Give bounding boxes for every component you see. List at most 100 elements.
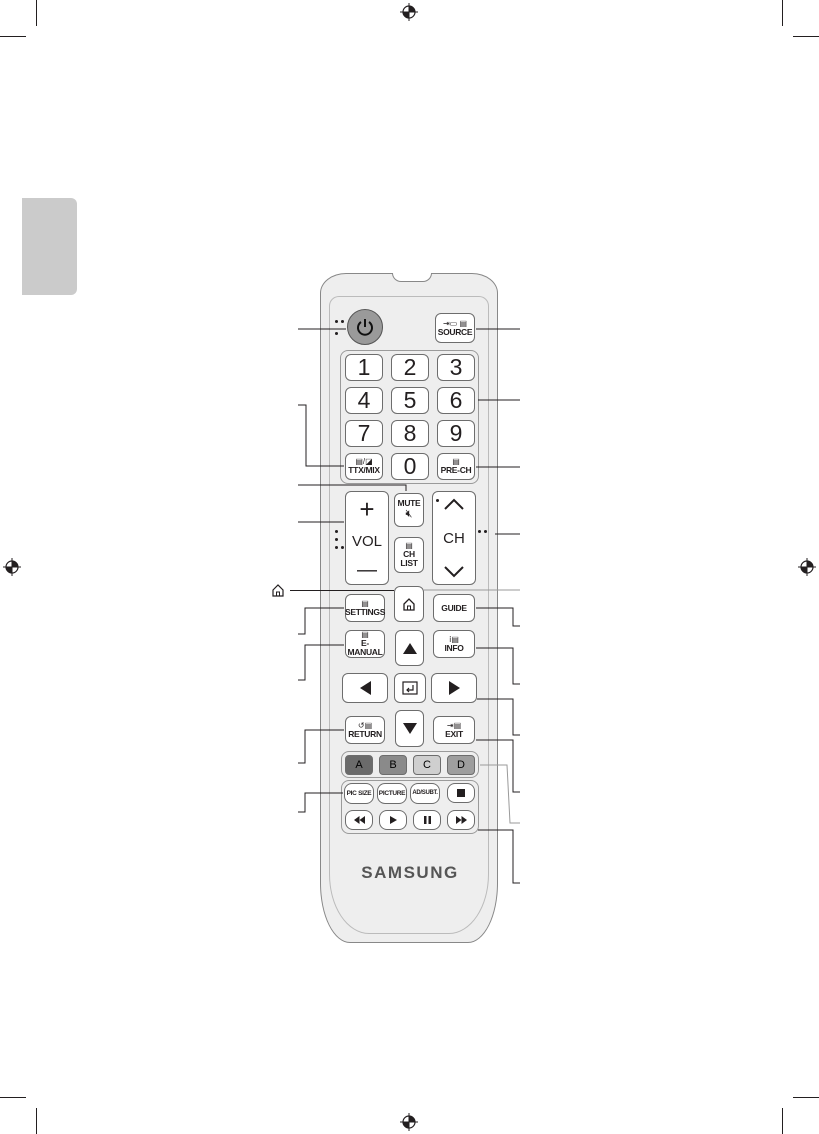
stop-button[interactable] [447,783,475,803]
ad-subt-label: AD/SUBT. [412,790,438,796]
triangle-up-icon [402,642,417,654]
guide-label: GUIDE [441,602,467,613]
vol-label: VOL [351,532,382,550]
color-c-button[interactable]: C [413,755,441,775]
exit-button[interactable]: ⇥▤ EXIT [433,716,475,744]
digit-8-button[interactable]: 8 [391,420,429,447]
stop-icon [457,789,465,797]
mute-button[interactable]: MUTE 🔇︎ [394,493,424,527]
fast-forward-button[interactable] [447,810,475,830]
digit-9-button[interactable]: 9 [437,420,475,447]
pause-icon [423,816,431,824]
mute-label: MUTE [397,498,421,508]
pause-button[interactable] [413,810,441,830]
color-a-button[interactable]: A [345,755,373,775]
exit-label: EXIT [445,728,463,739]
settings-button[interactable]: ▤ SETTINGS [345,594,385,622]
triangle-right-icon [448,681,460,695]
ttx-mix-label: TTX/MIX [348,465,380,475]
enter-icon [402,681,418,695]
braille-dot [335,546,338,549]
chevron-up-icon [444,498,464,510]
channel-rocker[interactable]: CH [432,491,476,585]
ad-subt-button[interactable]: AD/SUBT. [410,783,440,804]
digit-6-button[interactable]: 6 [437,387,475,414]
left-button[interactable] [342,673,388,703]
rewind-icon [353,816,365,824]
braille-dot [341,320,344,323]
source-label: SOURCE [437,326,473,337]
digit-2-button[interactable]: 2 [391,354,429,381]
return-button[interactable]: ↺▤ RETURN [345,716,385,744]
pic-size-button[interactable]: PIC SIZE [344,783,374,804]
braille-dot [436,499,439,502]
up-button[interactable] [395,630,424,666]
pre-ch-button[interactable]: ▤ PRE-CH [437,453,475,480]
crop-mark [793,36,819,37]
power-button[interactable] [347,309,383,345]
picture-button[interactable]: PICTURE [377,783,407,804]
digit-7-button[interactable]: 7 [345,420,383,447]
down-button[interactable] [395,710,424,747]
e-manual-button[interactable]: ▤ E-MANUAL [345,630,385,658]
ch-list-label-1: CH [403,549,415,559]
braille-dot [335,538,338,541]
braille-dot [335,530,338,533]
info-label: INFO [444,642,464,653]
braille-dot [484,530,487,533]
ch-label: CH [443,529,465,547]
return-label: RETURN [348,728,382,739]
crop-mark [36,1108,37,1134]
ch-list-button[interactable]: ▤ CH LIST [394,537,424,573]
braille-dot [335,320,338,323]
power-icon [357,319,373,336]
teletext-icon: ▤/◪ [355,457,373,466]
return-icon: ↺▤ [357,720,373,730]
triangle-left-icon [359,681,371,695]
color-buttons-group [341,751,479,778]
digit-5-button[interactable]: 5 [391,387,429,414]
color-d-button[interactable]: D [447,755,475,775]
pre-ch-label: PRE-CH [440,465,472,475]
digit-4-button[interactable]: 4 [345,387,383,414]
registration-mark-icon [798,558,816,576]
brand-logo: SAMSUNG [361,863,459,882]
mute-icon: 🔇︎ [405,508,413,520]
play-button[interactable] [379,810,407,830]
play-icon [389,816,397,824]
e-manual-label: E-MANUAL [347,638,383,657]
source-button[interactable]: ⇥▭ ▤ SOURCE [435,313,475,343]
ttx-mix-button[interactable]: ▤/◪ TTX/MIX [345,453,383,480]
exit-icon: ⇥▤ [446,720,462,730]
braille-dot [335,332,338,335]
digit-3-button[interactable]: 3 [437,354,475,381]
color-b-button[interactable]: B [379,755,407,775]
list-icon: ▤ [405,541,413,550]
home-icon [403,598,415,611]
source-icon: ⇥▭ ▤ [442,318,468,328]
enter-button[interactable] [394,673,426,703]
home-button[interactable] [394,586,424,622]
triangle-down-icon [402,723,417,734]
volume-rocker[interactable]: + VOL — [345,491,389,585]
crop-mark [0,36,26,37]
function-buttons-group [341,780,479,834]
digit-0-button[interactable]: 0 [391,453,429,480]
chevron-down-icon [444,566,464,578]
vol-minus-label: — [357,559,377,581]
rewind-button[interactable] [345,810,373,830]
guide-button[interactable]: GUIDE [433,594,475,622]
home-icon [272,584,284,597]
right-button[interactable] [431,673,477,703]
digit-1-button[interactable]: 1 [345,354,383,381]
info-button[interactable]: ⅰ▤ INFO [433,630,475,658]
ch-list-label-2: LIST [400,558,418,568]
settings-label: SETTINGS [344,606,386,617]
prech-icon: ▤ [452,457,460,466]
fast-forward-icon [455,816,467,824]
vol-plus-label: + [359,494,375,524]
pic-size-label: PIC SIZE [346,790,372,797]
picture-label: PICTURE [378,790,406,797]
crop-mark [782,1108,783,1134]
